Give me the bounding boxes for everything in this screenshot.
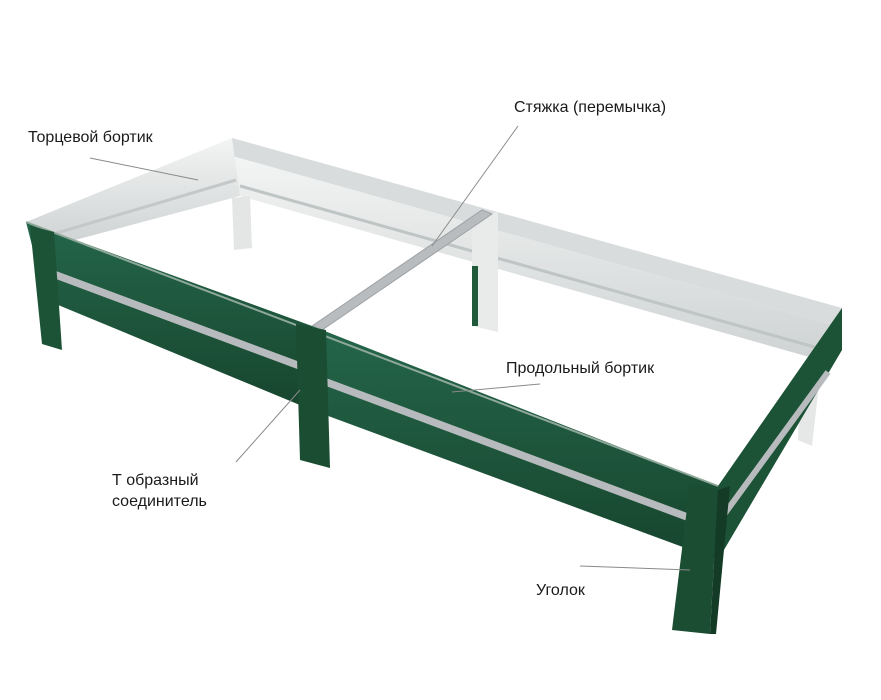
leader-t-connector bbox=[235, 389, 301, 463]
label-end-side: Торцевой бортик bbox=[28, 129, 153, 146]
corner-leg-side bbox=[710, 486, 730, 634]
leader-corner bbox=[579, 565, 691, 571]
back-middle-leg-shadow bbox=[472, 266, 478, 326]
label-corner: Уголок bbox=[536, 582, 585, 599]
back-long-side-inner bbox=[232, 138, 842, 326]
label-long-side: Продольный бортик bbox=[506, 360, 655, 377]
front-top-edge bbox=[25, 221, 719, 487]
end-side-rib bbox=[39, 178, 237, 240]
front-left-leg bbox=[30, 226, 62, 350]
end-side-inner bbox=[26, 138, 240, 244]
right-end-rib bbox=[717, 370, 831, 522]
back-long-side-rib bbox=[239, 184, 819, 350]
t-connector-leg bbox=[296, 324, 330, 468]
back-left-leg bbox=[232, 196, 252, 250]
leader-end-side bbox=[89, 157, 199, 181]
back-long-side-face bbox=[232, 156, 838, 360]
corner-leg bbox=[672, 484, 718, 634]
front-long-side-right bbox=[312, 326, 718, 560]
front-rib-right bbox=[326, 378, 706, 528]
label-t-connector: Т образный соединитель bbox=[112, 472, 207, 510]
front-rib-left bbox=[48, 268, 300, 370]
leader-long-side bbox=[451, 383, 541, 393]
leader-tie bbox=[431, 125, 519, 247]
back-middle-leg bbox=[472, 212, 498, 332]
label-tie: Стяжка (перемычка) bbox=[514, 99, 667, 116]
